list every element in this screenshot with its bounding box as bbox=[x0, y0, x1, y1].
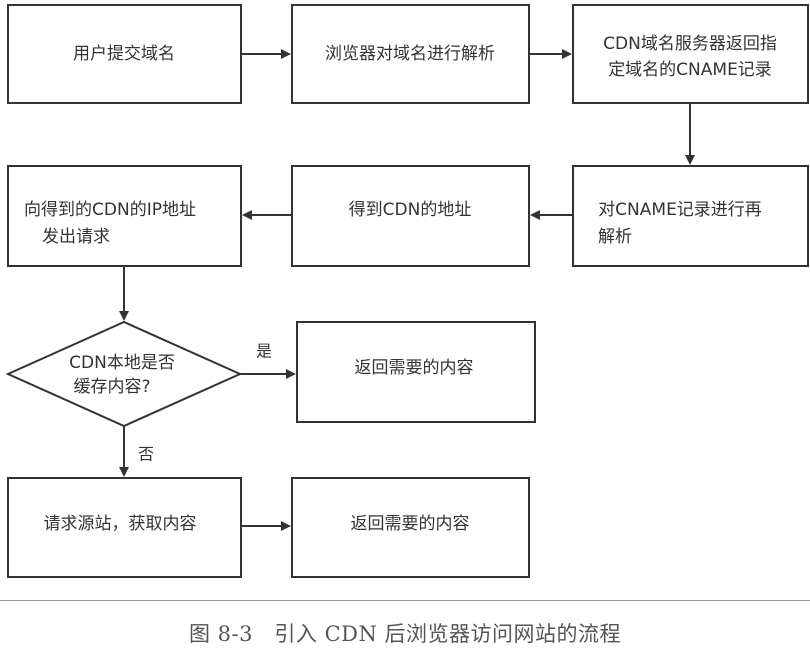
node-request-cdn-ip bbox=[7, 165, 242, 267]
node-return-content-no-label: 返回需要的内容 bbox=[351, 514, 470, 534]
node-request-origin-label: 请求源站，获取内容 bbox=[44, 514, 197, 534]
node-cdn-dns-return bbox=[572, 4, 809, 104]
node-request-cdn-ip-label-line1: 向得到的CDN的IP地址 bbox=[24, 200, 196, 220]
node-browser-parse bbox=[291, 4, 530, 104]
figure-caption: 图 8-3 引入 CDN 后浏览器访问网站的流程 bbox=[188, 622, 622, 646]
node-cdn-dns-return-label-line2: 定域名的CNAME记录 bbox=[608, 60, 772, 80]
decision-cdn-cache bbox=[5, 320, 243, 428]
decision-cdn-cache-label-line1: CDN本地是否 bbox=[69, 353, 175, 373]
decision-cdn-cache-label-line2: 缓存内容? bbox=[73, 377, 150, 397]
node-return-content-no bbox=[291, 477, 530, 578]
node-request-cdn-ip-label-line2: 发出请求 bbox=[42, 227, 110, 247]
node-return-content-yes-label: 返回需要的内容 bbox=[355, 358, 474, 378]
edge-label-yes: 是 bbox=[256, 342, 272, 361]
node-get-cdn-address-label: 得到CDN的地址 bbox=[349, 200, 472, 220]
caption-divider bbox=[0, 600, 810, 601]
node-submit-domain bbox=[7, 4, 242, 104]
node-cdn-dns-return-label-line1: CDN域名服务器返回指 bbox=[603, 34, 777, 54]
node-request-origin bbox=[7, 477, 242, 578]
edge-label-no: 否 bbox=[138, 445, 154, 464]
node-get-cdn-address bbox=[291, 165, 530, 267]
node-reparse-cname-label-line2: 解析 bbox=[598, 227, 632, 247]
node-submit-domain-label: 用户提交域名 bbox=[73, 44, 175, 64]
node-reparse-cname-label-line1: 对CNAME记录进行再 bbox=[598, 200, 762, 220]
node-return-content-yes bbox=[296, 321, 536, 423]
node-browser-parse-label: 浏览器对域名进行解析 bbox=[325, 44, 495, 64]
node-reparse-cname bbox=[572, 165, 809, 267]
